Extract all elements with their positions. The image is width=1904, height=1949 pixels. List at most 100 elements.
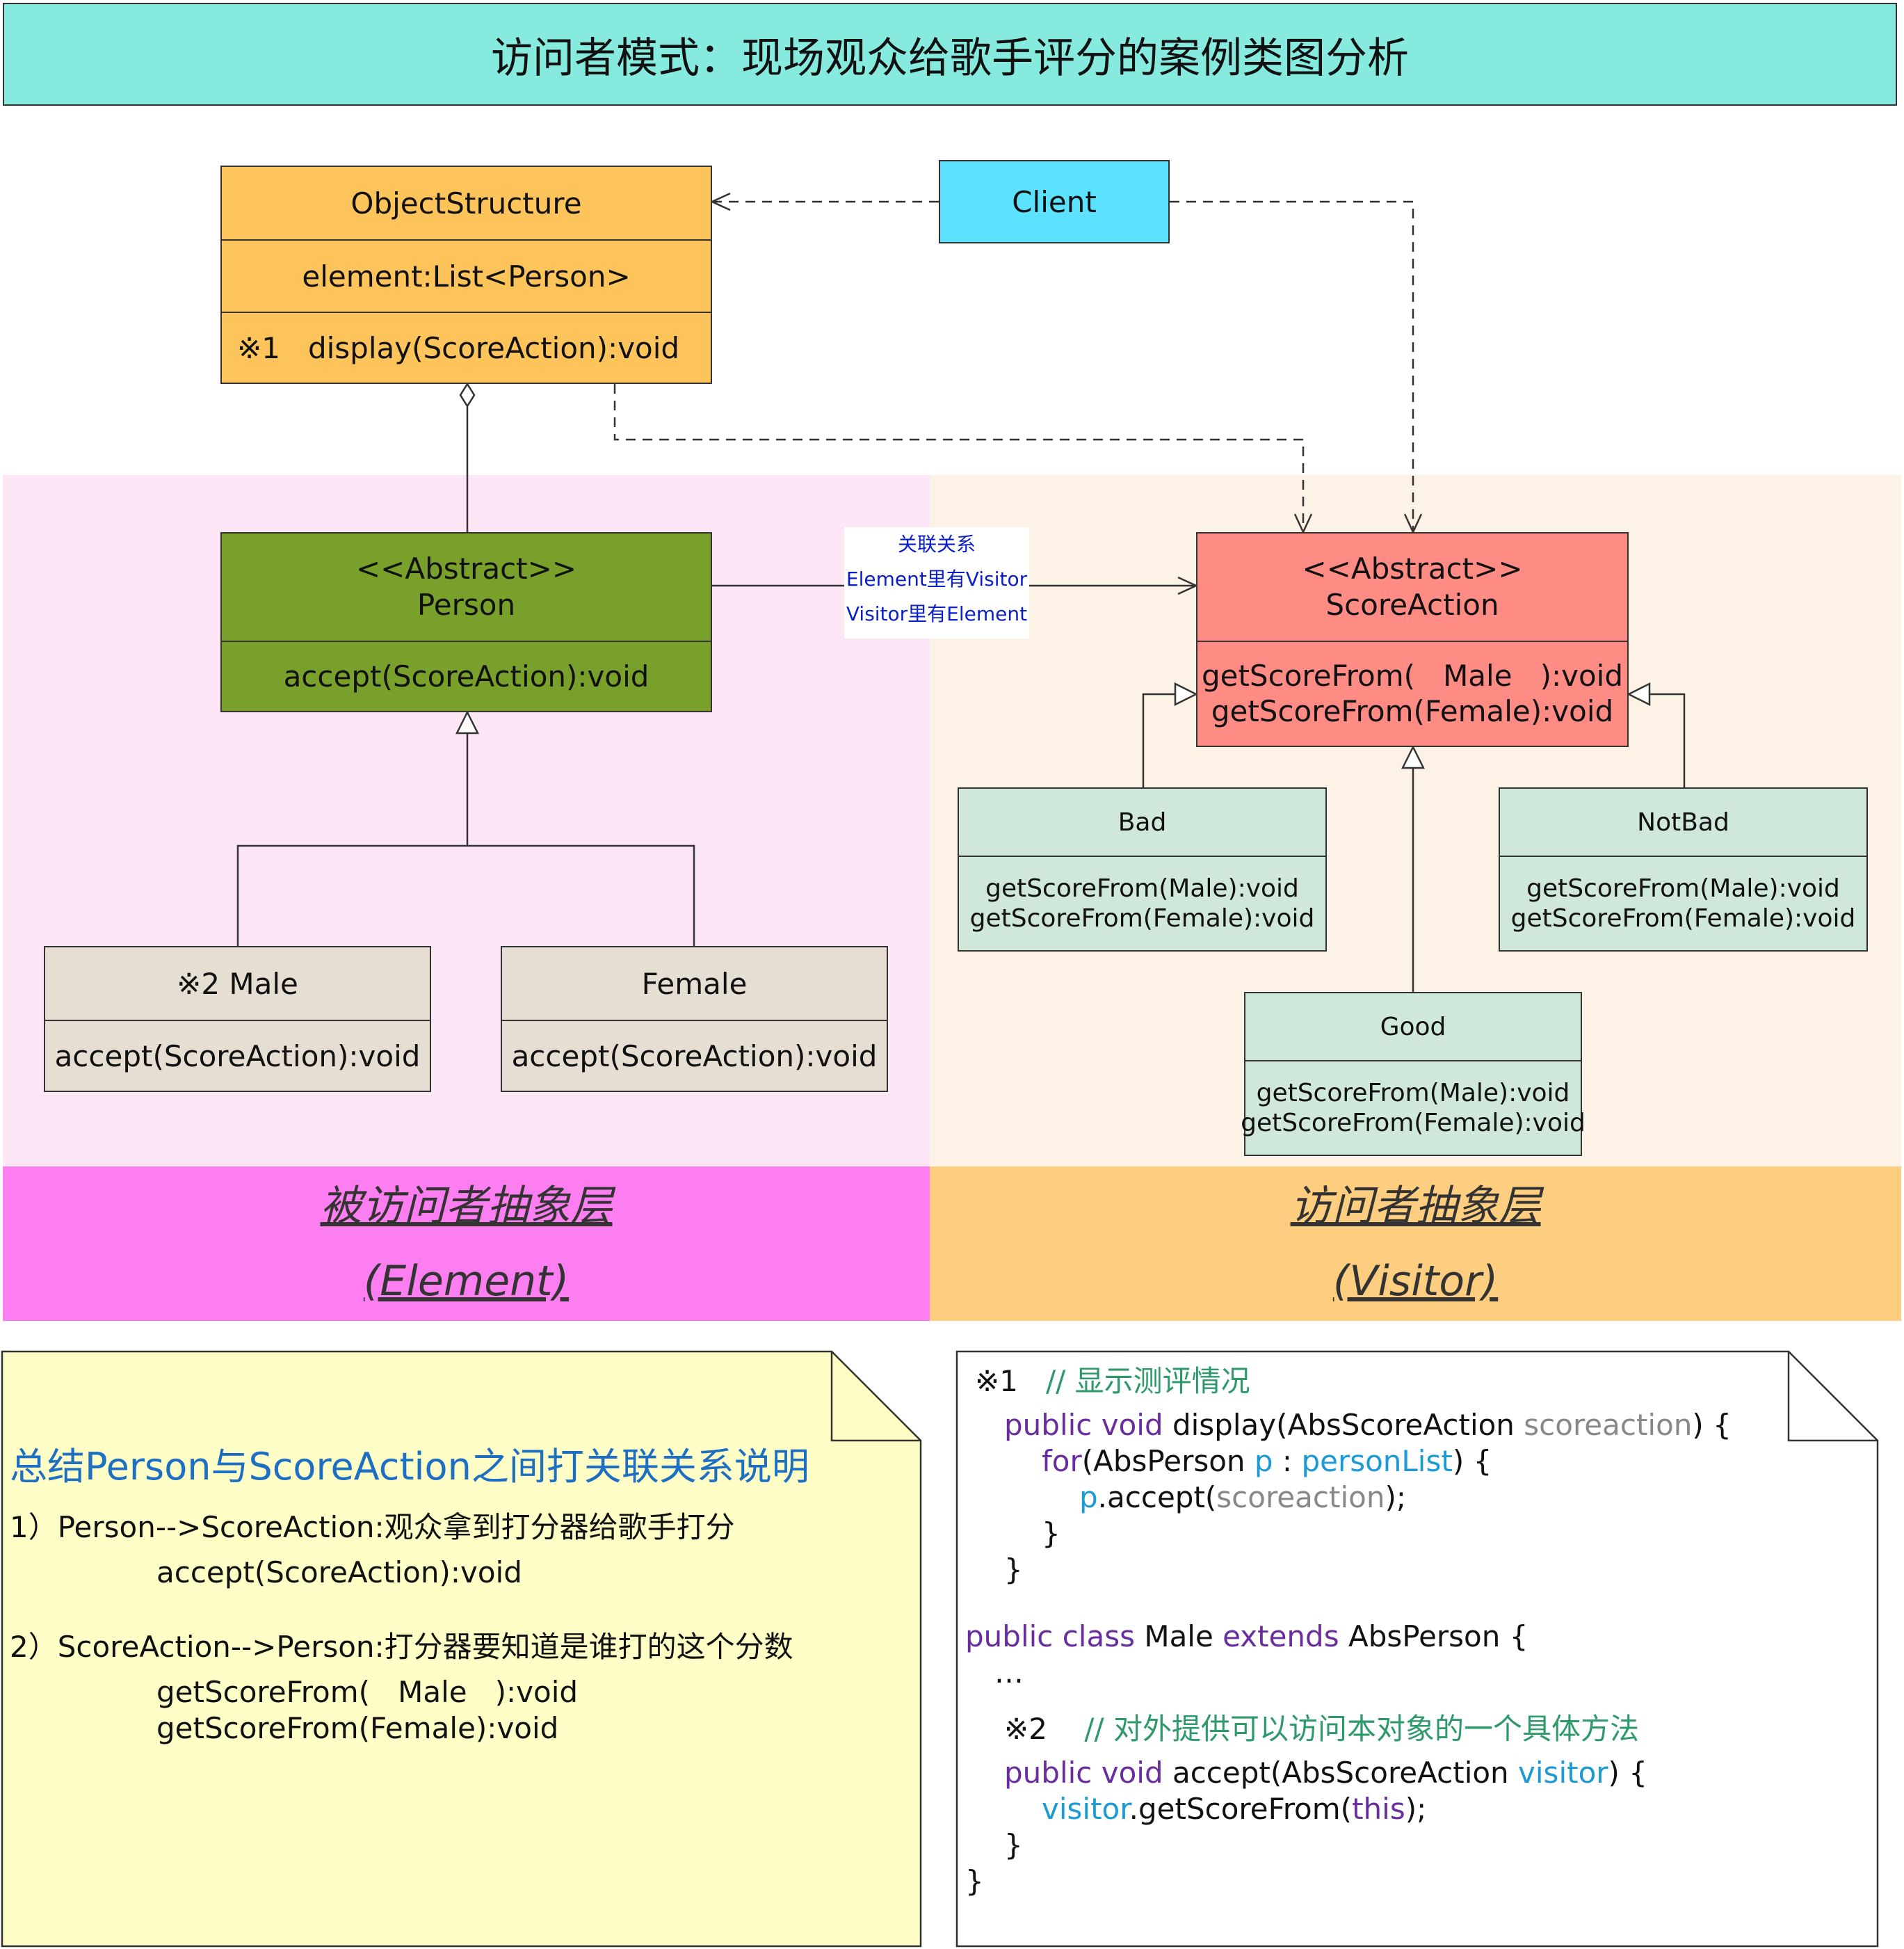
summary-heading: 总结Person与ScoreAction之间打关联关系说明: [10, 1445, 809, 1489]
code-m-keyword: public void: [1004, 1756, 1163, 1790]
female-class[interactable]: Female accept(ScoreAction):void: [501, 946, 888, 1092]
code-l2-c: ) {: [1452, 1444, 1492, 1478]
summary-item1-code: accept(ScoreAction):void: [156, 1555, 522, 1589]
female-inheritance-line: [467, 844, 695, 946]
code-l3-b: );: [1385, 1480, 1406, 1514]
code-m-param: visitor: [1518, 1756, 1608, 1790]
bad-name: Bad: [1118, 808, 1167, 837]
summary-item2: 2）ScoreAction-->Person:打分器要知道是谁打的这个分数: [10, 1630, 793, 1664]
scoreaction-class[interactable]: <<Abstract>> ScoreAction getScoreFrom( M…: [1196, 532, 1629, 747]
scoreaction-method-female: getScoreFrom(Female):void: [1211, 693, 1614, 728]
code-line-comment1: ※1 // 显示测评情况: [975, 1358, 1250, 1400]
visitor-zone-label: 访问者抽象层 (Visitor): [930, 1166, 1901, 1321]
association-label-line2: Element里有Visitor: [846, 568, 1028, 591]
person-stereotype: <<Abstract>>: [355, 551, 577, 586]
good-class[interactable]: Good getScoreFrom(Male):void getScoreFro…: [1241, 992, 1586, 1156]
code-l1-keyword: public void: [1004, 1408, 1163, 1442]
objectstructure-attribute: element:List<Person>: [222, 239, 711, 312]
client-scoreaction-dependency: [1170, 200, 1413, 532]
title-banner: 访问者模式：现场观众给歌手评分的案例类图分析: [3, 3, 1897, 106]
scoreaction-stereotype: <<Abstract>>: [1302, 551, 1523, 586]
summary-item1: 1）Person-->ScoreAction:观众拿到打分器给歌手打分: [10, 1510, 735, 1544]
notbad-generalization-arrow: [1629, 694, 1686, 787]
code-ellipsis: …: [994, 1655, 1024, 1690]
notbad-method-female: getScoreFrom(Female):void: [1510, 904, 1856, 933]
code-m-b: ) {: [1608, 1756, 1648, 1790]
code-line-comment2: ※2 // 对外提供可以访问本对象的一个具体方法: [1004, 1706, 1639, 1748]
code-line-accept: public void accept(AbsScoreAction visito…: [1004, 1756, 1647, 1790]
code-c1-keyword: public class: [965, 1619, 1135, 1653]
code-c1-extends: extends: [1223, 1619, 1339, 1653]
male-class[interactable]: ※2 Male accept(ScoreAction):void: [44, 946, 431, 1092]
objectstructure-method: ※1 display(ScoreAction):void: [222, 312, 711, 383]
summary-item2-code2: getScoreFrom(Female):void: [156, 1711, 559, 1745]
code-close3: }: [1004, 1828, 1023, 1862]
code-close1: }: [1042, 1516, 1060, 1550]
code-line-getscore: visitor.getScoreFrom(this);: [1042, 1792, 1426, 1826]
scoreaction-name: ScoreAction: [1325, 588, 1499, 622]
code-m2-this: this: [1352, 1792, 1405, 1826]
objectstructure-name: ObjectStructure: [350, 186, 582, 220]
summary-note-shape: [1, 1350, 922, 1948]
code-comment2: // 对外提供可以访问本对象的一个具体方法: [1084, 1712, 1639, 1746]
good-name: Good: [1380, 1012, 1446, 1041]
objectstructure-scoreaction-dependency: [613, 384, 1303, 532]
person-class[interactable]: <<Abstract>> Person accept(ScoreAction):…: [220, 532, 712, 712]
code-note-shape: [955, 1350, 1879, 1948]
element-zone-subtitle: (Element): [363, 1257, 570, 1306]
page-title: 访问者模式：现场观众给歌手评分的案例类图分析: [491, 33, 1409, 83]
code-l2-p: p: [1254, 1444, 1273, 1478]
notbad-name: NotBad: [1637, 808, 1729, 837]
code-l3-param: scoreaction: [1216, 1480, 1385, 1514]
code-note: ※1 // 显示测评情况 public void display(AbsScor…: [955, 1349, 1882, 1949]
code-l3-p: p: [1079, 1480, 1098, 1514]
code-l2-a: (AbsPerson: [1081, 1444, 1254, 1478]
code-l1-a: display(AbsScoreAction: [1163, 1408, 1524, 1442]
bad-method-female: getScoreFrom(Female):void: [969, 904, 1315, 933]
client-class[interactable]: Client: [939, 160, 1170, 243]
scoreaction-method-male: getScoreFrom( Male ):void: [1201, 659, 1624, 693]
code-close4: }: [965, 1864, 984, 1898]
code-l2-keyword: for: [1042, 1444, 1082, 1478]
code-marker2: ※2: [1004, 1712, 1047, 1746]
notbad-class[interactable]: NotBad getScoreFrom(Male):void getScoreF…: [1499, 787, 1868, 952]
code-c1-a: Male: [1134, 1619, 1223, 1653]
code-m2-a: .getScoreFrom(: [1129, 1792, 1353, 1826]
visitor-zone-title: 访问者抽象层: [1290, 1182, 1541, 1230]
association-label-line1: 关联关系: [897, 533, 976, 556]
person-name: Person: [417, 588, 516, 622]
code-l2-b: :: [1273, 1444, 1302, 1478]
bad-class[interactable]: Bad getScoreFrom(Male):void getScoreFrom…: [958, 787, 1327, 952]
code-line-display: public void display(AbsScoreAction score…: [1004, 1408, 1732, 1442]
code-line-for: for(AbsPerson p : personList) {: [1042, 1444, 1492, 1478]
male-name: ※2 Male: [177, 966, 298, 1001]
code-comment1: // 显示测评情况: [1045, 1364, 1250, 1398]
female-method: accept(ScoreAction):void: [502, 1020, 887, 1091]
code-l2-list: personList: [1301, 1444, 1453, 1478]
good-method-male: getScoreFrom(Male):void: [1256, 1078, 1570, 1107]
summary-item2-code1: getScoreFrom( Male ):void: [156, 1675, 579, 1709]
person-method: accept(ScoreAction):void: [222, 641, 711, 711]
association-label-line3: Visitor里有Element: [846, 602, 1028, 625]
code-line-accept-call: p.accept(scoreaction);: [1079, 1480, 1406, 1514]
summary-note: 总结Person与ScoreAction之间打关联关系说明 1）Person--…: [0, 1349, 925, 1949]
visitor-zone-subtitle: (Visitor): [1332, 1257, 1499, 1306]
code-m2-var: visitor: [1042, 1792, 1129, 1826]
code-l1-param: scoreaction: [1524, 1408, 1693, 1442]
element-zone-title: 被访问者抽象层: [320, 1182, 613, 1230]
objectstructure-class[interactable]: ObjectStructure element:List<Person> ※1 …: [220, 166, 712, 384]
male-inheritance-line: [236, 844, 467, 946]
code-l1-b: ) {: [1692, 1408, 1732, 1442]
good-method-female: getScoreFrom(Female):void: [1241, 1109, 1586, 1137]
code-line-class: public class Male extends AbsPerson {: [965, 1619, 1528, 1653]
code-close2: }: [1004, 1553, 1023, 1587]
bad-method-male: getScoreFrom(Male):void: [985, 874, 1299, 903]
code-m-a: accept(AbsScoreAction: [1163, 1756, 1519, 1790]
code-m2-b: );: [1405, 1792, 1427, 1826]
code-l3-a: .accept(: [1097, 1480, 1217, 1514]
notbad-method-male: getScoreFrom(Male):void: [1526, 874, 1840, 903]
code-c1-b: AbsPerson {: [1339, 1619, 1528, 1653]
male-method: accept(ScoreAction):void: [45, 1020, 430, 1091]
client-name: Client: [1012, 184, 1097, 219]
